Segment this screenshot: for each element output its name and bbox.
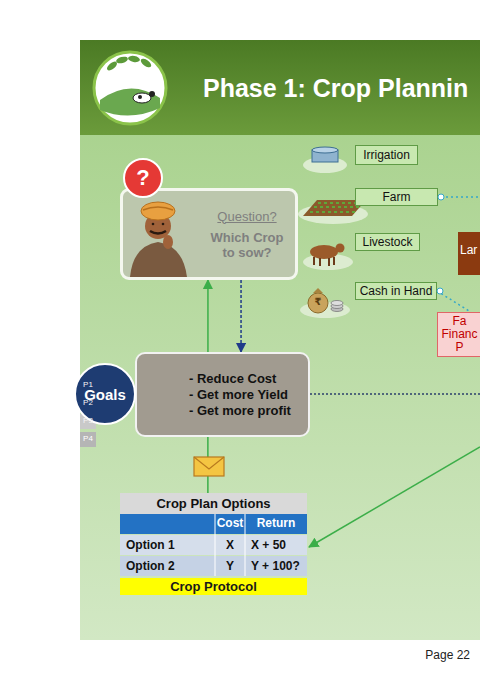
text-area: Livestock xyxy=(356,234,419,250)
text-area: Fa Financ P xyxy=(438,313,480,356)
coin xyxy=(331,301,343,306)
question-box: Question? Which Crop to sow? xyxy=(120,188,298,280)
node-text: - Get more Yield xyxy=(189,387,288,403)
side-tab-label: P4 xyxy=(80,434,96,443)
resource-box: Irrigation xyxy=(355,145,418,165)
table-cell: Y + 100? xyxy=(245,559,307,573)
side-tab-label: P2 xyxy=(80,398,96,407)
node-text: Irrigation xyxy=(363,148,410,162)
connector xyxy=(437,291,471,312)
table-header-cell: Cost xyxy=(215,516,245,530)
slide-body xyxy=(80,40,480,640)
node-text: Which Crop to sow? xyxy=(203,230,291,260)
table-cell: X xyxy=(215,538,245,552)
page-number: Page 22 xyxy=(395,648,470,662)
node-text: Farm xyxy=(383,190,411,204)
logo-circle xyxy=(94,52,166,124)
dotted-link xyxy=(310,393,480,395)
text-area: ? xyxy=(125,160,161,196)
text-area: Goals xyxy=(76,365,134,423)
resource-box: Farm xyxy=(355,188,438,206)
table-cell: Option 2 xyxy=(126,559,215,573)
connector xyxy=(240,280,242,352)
text-area: Farm xyxy=(356,189,437,205)
header-band xyxy=(80,40,480,135)
node-text: Crop Plan Options xyxy=(120,493,307,514)
money-bag xyxy=(308,293,328,313)
logo-leaf xyxy=(139,57,152,69)
dotted-link xyxy=(441,196,480,198)
cow-head xyxy=(336,244,345,253)
table-grid xyxy=(215,514,245,576)
side-tab-label: P3 xyxy=(80,416,96,425)
resource-box: Livestock xyxy=(355,233,420,251)
irrigation-tank-top xyxy=(312,147,338,153)
text-area: - Reduce Cost- Get more Yield- Get more … xyxy=(137,354,308,435)
envelope-flap xyxy=(194,457,224,469)
node-text: - Get more profit xyxy=(189,403,291,419)
node-text: Fa Financ P xyxy=(438,315,480,354)
logo-cow-spot xyxy=(138,95,142,99)
table-cell: Option 1 xyxy=(126,538,215,552)
node-text: Livestock xyxy=(362,235,412,249)
side-tab-label: P1 xyxy=(80,380,96,389)
logo-cow xyxy=(133,93,151,103)
connector-dot xyxy=(438,194,444,200)
question-mark-badge: ? xyxy=(123,158,163,198)
connector-dot xyxy=(437,288,443,294)
text-area: Cash in Hand xyxy=(356,283,436,299)
node-text: Cash in Hand xyxy=(360,284,433,298)
resource-box: Cash in Hand xyxy=(355,282,437,300)
text-area: Crop Protocol xyxy=(120,578,307,595)
money-bag-knot xyxy=(313,288,323,293)
table-row xyxy=(120,556,307,576)
logo-leaf xyxy=(128,55,141,63)
table-header-cell: Return xyxy=(245,516,307,530)
text-area: Lar xyxy=(458,232,480,275)
currency-symbol: ₹ xyxy=(312,296,324,307)
node-text: ? xyxy=(136,165,149,191)
logo-hills xyxy=(100,88,160,115)
table-cell: Y xyxy=(215,559,245,573)
node-text: Lar xyxy=(460,243,480,257)
envelope-icon xyxy=(194,457,224,476)
land-box: Lar xyxy=(458,232,480,275)
node-text: Crop Protocol xyxy=(170,578,257,595)
goals-list-box: - Reduce Cost- Get more Yield- Get more … xyxy=(135,352,310,437)
node-text: Question? xyxy=(217,209,276,224)
finance-box: Fa Financ P xyxy=(437,312,480,357)
logo-cow-head xyxy=(149,91,155,97)
logo-leaf xyxy=(115,56,128,65)
crop-protocol-band: Crop Protocol xyxy=(120,578,307,595)
cow-legs xyxy=(314,257,334,266)
slide-title: Phase 1: Crop Plannin xyxy=(203,72,468,104)
goals-circle: Goals xyxy=(74,363,136,425)
node-text: - Reduce Cost xyxy=(189,371,276,387)
table-row xyxy=(120,535,307,555)
table-cell: X + 50 xyxy=(245,538,307,552)
cow-body xyxy=(310,245,338,259)
text-area: Question? Which Crop to sow? xyxy=(123,191,295,277)
green-arrow xyxy=(309,447,480,547)
text-area: Irrigation xyxy=(356,146,417,164)
side-tab xyxy=(80,432,96,447)
table-header-row xyxy=(120,514,307,534)
